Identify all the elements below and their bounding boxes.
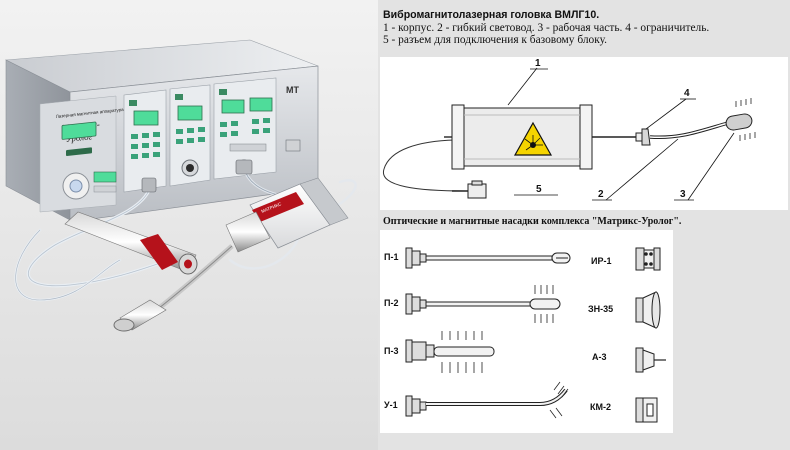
logo: МТ xyxy=(286,85,299,95)
caption-line1: 1 - корпус. 2 - гибкий световод. 3 - раб… xyxy=(383,21,710,34)
attachments-panel: П-1 П-2 П-3 У-1 ИР-1 ЗН-35 А-3 КМ-2 xyxy=(380,230,673,433)
probe-vmlg: МАТРИКС xyxy=(113,177,349,332)
probe-handpiece xyxy=(64,211,198,275)
attachment-a3 xyxy=(635,347,666,373)
callout-1: 1 xyxy=(535,58,541,69)
working-tip xyxy=(725,98,756,141)
attachments-diagram: П-1 П-2 П-3 У-1 ИР-1 ЗН-35 А-3 КМ-2 xyxy=(384,247,666,423)
caption-line2: 5 - разъем для подключения к базовому бл… xyxy=(383,34,607,47)
callout-4: 4 xyxy=(684,88,690,99)
device-illustration: Лазерная магнитная аппаратура Матрикс- У… xyxy=(0,0,378,450)
vmlg-diagram: 1 4 5 2 3 xyxy=(383,58,756,201)
housing xyxy=(451,104,593,170)
module-2 xyxy=(169,84,211,187)
attachment-km2 xyxy=(635,397,658,423)
label-km2: КМ-2 xyxy=(590,402,611,412)
attachment-ir1 xyxy=(635,247,661,271)
attachment-p2 xyxy=(405,285,561,323)
label-p1: П-1 xyxy=(384,252,398,262)
attachment-u1 xyxy=(405,381,569,419)
module-3 xyxy=(213,77,277,180)
limiter xyxy=(641,128,651,146)
attachment-p3 xyxy=(405,331,495,373)
attachment-zn35 xyxy=(635,291,661,329)
label-p2: П-2 xyxy=(384,298,398,308)
vmlg-caption: Вибромагнитолазерная головка ВМЛГ10. 1 -… xyxy=(383,9,783,47)
callout-2: 2 xyxy=(598,189,604,200)
attachment-p1 xyxy=(405,247,571,269)
label-u1: У-1 xyxy=(384,400,398,410)
label-a3: А-3 xyxy=(592,352,607,362)
label-ir1: ИР-1 xyxy=(591,256,611,266)
module-1 xyxy=(123,89,167,193)
device-photo: Лазерная магнитная аппаратура Матрикс- У… xyxy=(0,0,378,450)
attachments-heading: Оптические и магнитные насадки комплекса… xyxy=(383,216,682,227)
caption-title: Вибромагнитолазерная головка ВМЛГ10. xyxy=(383,9,600,21)
label-zn35: ЗН-35 xyxy=(588,304,613,314)
left-display xyxy=(61,121,97,140)
vmlg-diagram-panel: 1 4 5 2 3 xyxy=(380,57,788,210)
cables xyxy=(14,166,357,302)
base-unit: Лазерная магнитная аппаратура Матрикс- У… xyxy=(4,39,319,223)
callout-3: 3 xyxy=(680,189,686,200)
label-p3: П-3 xyxy=(384,346,398,356)
connector xyxy=(452,180,487,199)
callout-5: 5 xyxy=(536,184,542,195)
